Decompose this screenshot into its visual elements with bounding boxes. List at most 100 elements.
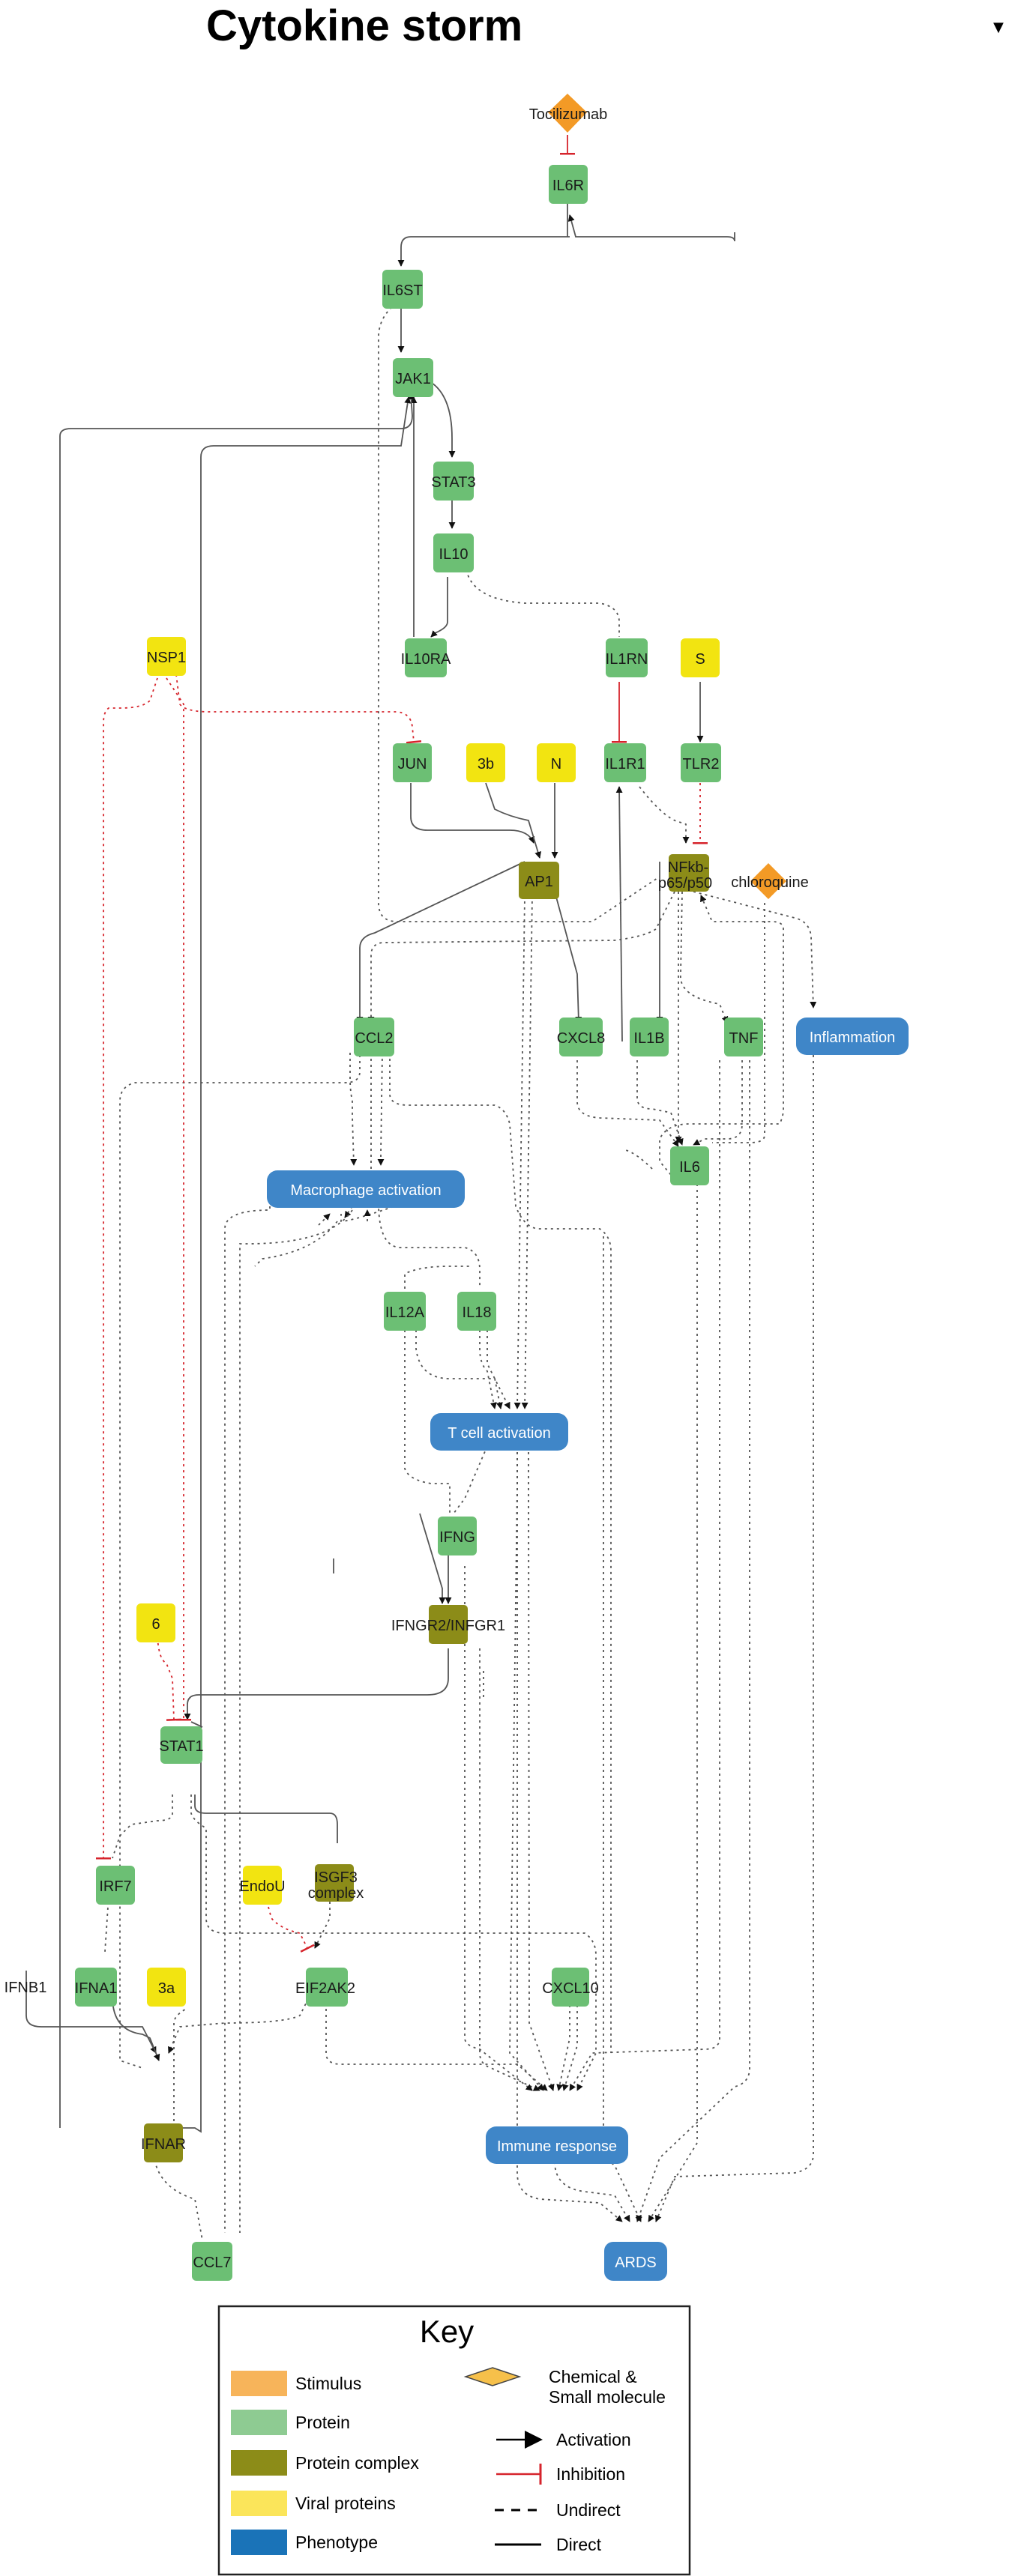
node-label: TLR2 (683, 756, 720, 773)
node-nsp1[interactable]: NSP1 (147, 637, 186, 676)
node-label: IFNG (439, 1529, 475, 1546)
node-label: STAT3 (431, 474, 475, 491)
node-ifngr[interactable]: IFNGR2/INFGR1 (391, 1605, 505, 1644)
node-tocilizumab[interactable]: Tocilizumab (529, 94, 607, 133)
edge-tcell-immune (509, 1446, 544, 2091)
edge-mac-ards (603, 1236, 642, 2222)
node-inflammation[interactable]: Inflammation (796, 1018, 909, 1055)
edge-6-stat1 (157, 1636, 182, 1721)
node-il10[interactable]: IL10 (433, 533, 474, 572)
node-label: IL6 (679, 1159, 700, 1176)
node-label: N (551, 756, 561, 773)
edge-isgf3-eif2ak2 (314, 1896, 331, 1949)
edge-il12a-ifng (404, 1330, 451, 1514)
node-jun[interactable]: JUN (393, 743, 432, 782)
legend-label-phenotype: Phenotype (295, 2533, 378, 2552)
node-ap1[interactable]: AP1 (519, 862, 559, 899)
node-il1b[interactable]: IL1B (630, 1018, 669, 1056)
node-ifna1[interactable]: IFNA1 (75, 1968, 118, 2007)
node-il12a[interactable]: IL12A (384, 1292, 426, 1331)
node-eif2ak2[interactable]: EIF2AK2 (295, 1968, 355, 2007)
edge-ifnar-jak1 (59, 393, 415, 2128)
node-chloroquine[interactable]: chloroquine (731, 863, 809, 899)
node-ifnar[interactable]: IFNAR (141, 2123, 186, 2162)
node-label: IFNA1 (75, 1980, 118, 1997)
edge-nsp1-jun (175, 674, 422, 744)
node-cxcl10[interactable]: CXCL10 (542, 1968, 599, 2007)
legend-label-stimulus: Stimulus (295, 2374, 361, 2393)
edge-ap1-tcell (513, 895, 525, 1409)
edge-il18-tcell (479, 1330, 497, 1409)
node-il1r1[interactable]: IL1R1 (604, 743, 646, 782)
node-label: T cell activation (448, 1425, 550, 1442)
edge-tnf-il6 (693, 1060, 743, 1146)
activation-arrow-icon (525, 2431, 543, 2449)
drug-diamond-shape (750, 863, 786, 899)
edge-tnf-ards (636, 1060, 750, 2222)
node-macrophage-activation[interactable]: Macrophage activation (267, 1170, 465, 1208)
edge-nsp1-stat1 (166, 677, 191, 1721)
node-label: IFNGR2/INFGR1 (391, 1618, 505, 1634)
node-endou[interactable]: EndoU (239, 1866, 286, 1905)
node-il6r[interactable]: IL6R (549, 165, 588, 204)
node-s[interactable]: S (681, 638, 720, 677)
node-stat3[interactable]: STAT3 (431, 462, 476, 501)
edge-immune-ards (554, 2161, 630, 2222)
node-tnf[interactable]: TNF (724, 1018, 763, 1056)
node-stat1[interactable]: STAT1 (159, 1726, 204, 1764)
node-label: CXCL10 (542, 1980, 599, 1997)
node-label: IL18 (463, 1304, 492, 1321)
node-irf7[interactable]: IRF7 (96, 1866, 135, 1905)
edge-tcell-ifng (453, 1445, 488, 1514)
edge-il6-il6r (567, 214, 735, 242)
node-n[interactable]: N (537, 743, 576, 782)
edge-nsp1-irf7 (96, 677, 158, 1860)
edge-mac-ccl7-b (239, 1209, 353, 2233)
edge-il6-ards (648, 1184, 698, 2222)
node-t-cell-activation[interactable]: T cell activation (430, 1413, 568, 1451)
node-label: IRF7 (99, 1878, 131, 1895)
node-ards[interactable]: ARDS (604, 2242, 667, 2281)
node-ccl2[interactable]: CCL2 (354, 1018, 394, 1056)
node-nfkb[interactable]: NFkb- p65/p50 (658, 854, 712, 892)
node-isgf3[interactable]: ISGF3 complex (308, 1864, 364, 1902)
node-label: IL6R (552, 178, 584, 194)
edge-il10-il1rn (466, 569, 620, 637)
node-ccl7[interactable]: CCL7 (192, 2242, 232, 2281)
edge-ifngr-stat1 (184, 1648, 449, 1720)
node-tlr2[interactable]: TLR2 (681, 743, 721, 782)
node-label: JUN (398, 756, 427, 773)
node-il18[interactable]: IL18 (457, 1292, 496, 1331)
edge-stat1-tip (190, 1721, 203, 1728)
edge-ifnb1-ifnar (25, 1971, 157, 2054)
node-il6st[interactable]: IL6ST (382, 270, 423, 309)
node-label: CXCL8 (557, 1030, 605, 1047)
node-label: IL1RN (606, 651, 648, 668)
node-label: Immune response (497, 2138, 617, 2155)
node-il6[interactable]: IL6 (670, 1146, 709, 1185)
node-ifng[interactable]: IFNG (438, 1517, 477, 1555)
node-label: S (695, 651, 705, 668)
node-3a[interactable]: 3a (147, 1968, 186, 2007)
page-title: Cytokine storm (206, 1, 522, 50)
node-label: 3b (478, 756, 494, 773)
node-il10ra[interactable]: IL10RA (401, 638, 451, 677)
node-label: IFNB1 (4, 1980, 47, 1996)
node-6[interactable]: 6 (136, 1603, 175, 1642)
legend-label-viral: Viral proteins (295, 2494, 396, 2513)
legend-label-chemical-2: Small molecule (549, 2387, 666, 2407)
node-3b[interactable]: 3b (466, 743, 505, 782)
node-cxcl8[interactable]: CXCL8 (557, 1018, 605, 1056)
edge-nfkb-inflammation (693, 891, 817, 1009)
node-label-line2: p65/p50 (658, 875, 712, 892)
node-il1rn[interactable]: IL1RN (606, 638, 648, 677)
node-immune-response[interactable]: Immune response (486, 2126, 628, 2164)
node-label: Macrophage activation (290, 1182, 441, 1199)
edge-endou-eif2ak2 (268, 1906, 315, 1953)
legend-label-chemical-1: Chemical & (549, 2367, 637, 2386)
node-jak1[interactable]: JAK1 (393, 358, 433, 397)
node-ifnb1[interactable]: IFNB1 (4, 1980, 47, 1996)
node-label: EndoU (239, 1878, 285, 1895)
node-label-line2: complex (308, 1885, 364, 1902)
node-label: Inflammation (810, 1030, 896, 1046)
